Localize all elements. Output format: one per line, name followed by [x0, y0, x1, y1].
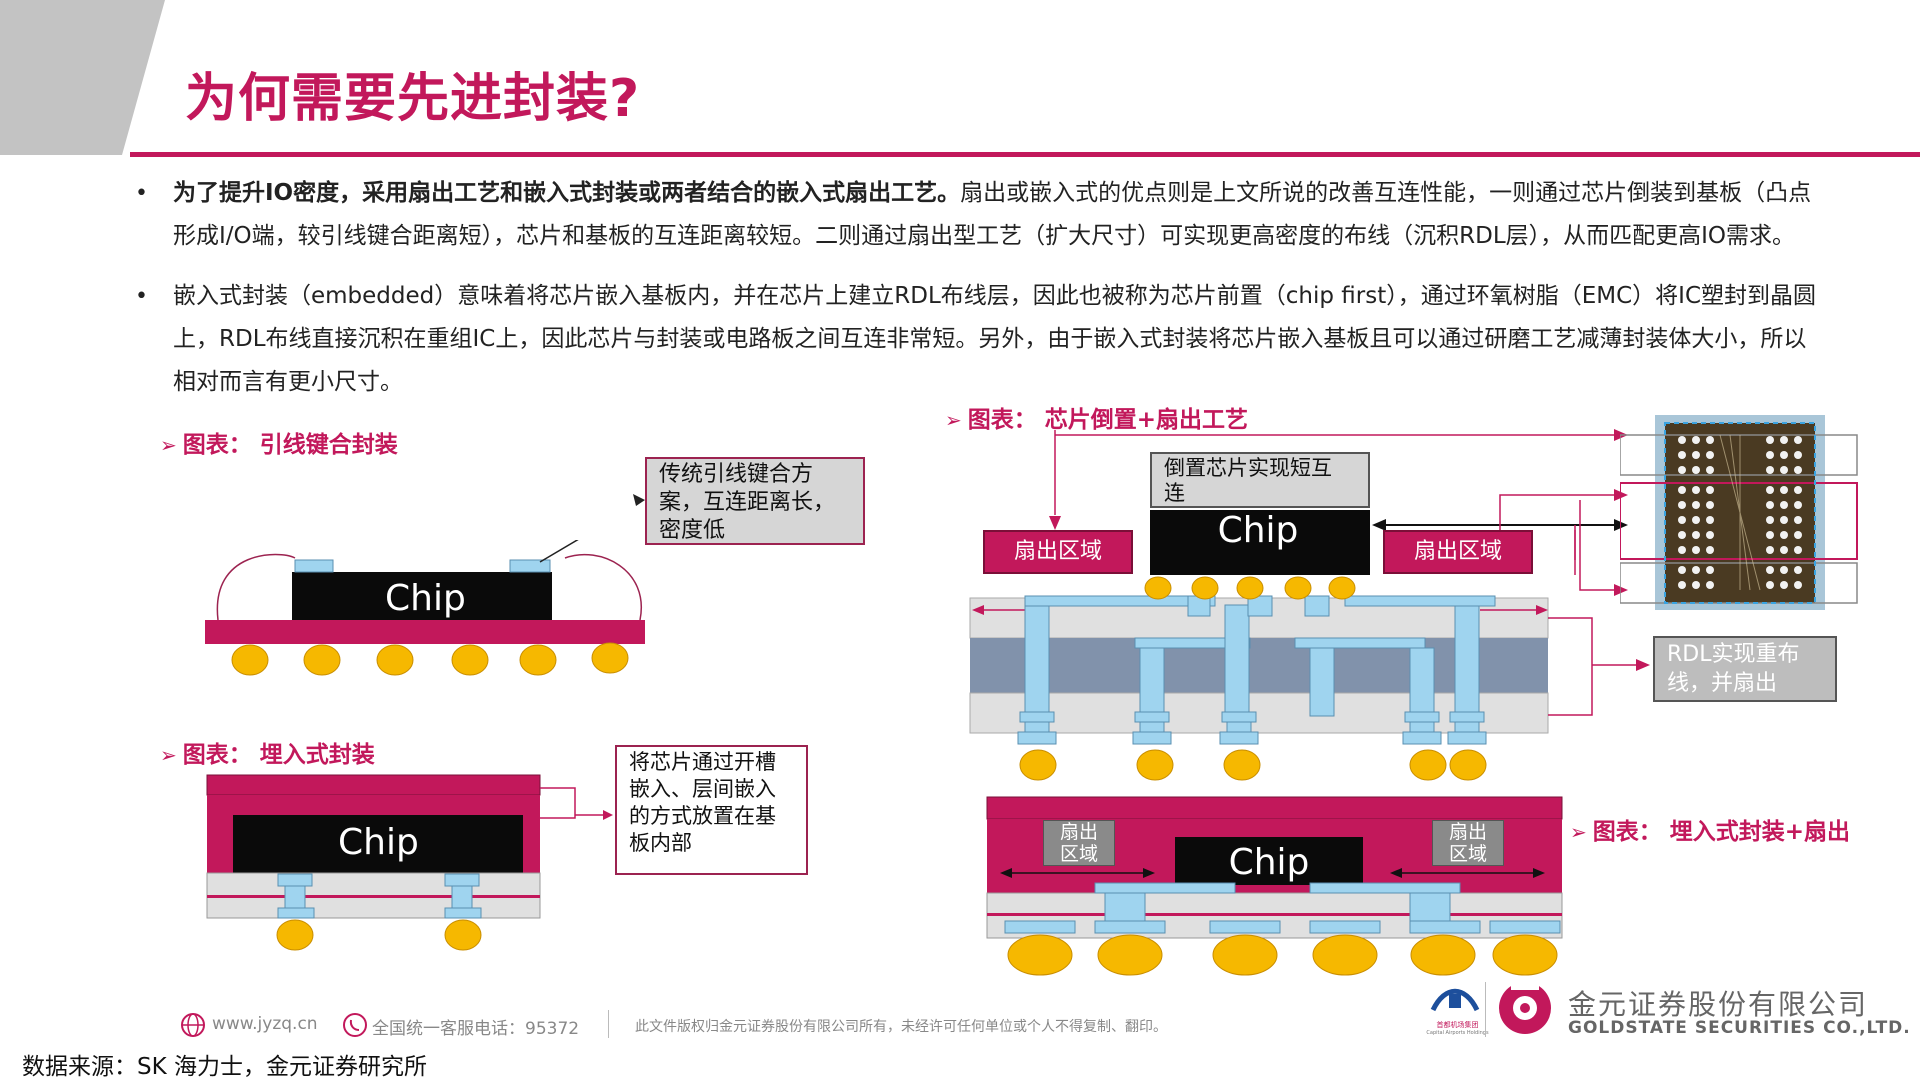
rdl-traces — [1004, 882, 1561, 934]
photo-dots — [1678, 436, 1802, 589]
bullet-1-line2: 形成I/O端，较引线键合距离短），芯片和基板的互连距离较短。二则通过扇出型工艺（… — [173, 223, 1796, 249]
embedded-callout: 将芯片通过开槽 嵌入、层间嵌入 的方式放置在基 板内部 — [615, 745, 808, 875]
partner-logo-sub: Capital Airports Holdings — [1426, 1030, 1489, 1036]
bullet-dot: • — [135, 284, 148, 309]
wire-bond-callout: 传统引线键合方 案，互连距离长， 密度低 — [645, 457, 865, 545]
title-rule — [130, 152, 1920, 157]
bond-wire-left — [216, 553, 296, 621]
wire-bond-chip-label: Chip — [385, 578, 466, 619]
header-band — [0, 0, 165, 155]
logo-divider — [1485, 982, 1486, 1037]
capital-airports-logo-icon — [1430, 988, 1480, 1012]
embedded-chip-label: Chip — [338, 822, 419, 863]
embedded-fanout-chip-label: Chip — [1228, 842, 1310, 883]
solder-balls — [276, 919, 482, 951]
bond-pad-left — [294, 559, 334, 573]
bullet-2-line2: 上，RDL布线直接沉积在重组IC上，因此芯片与封装或电路板之间互连非常短。另外，… — [173, 326, 1807, 352]
chip-bumps — [1144, 576, 1356, 600]
ef-fanout-right-label: 扇出 区域 — [1432, 820, 1504, 866]
vias — [1017, 595, 1487, 745]
fig-label-flip-fanout: ➢图表： 芯片倒置+扇出工艺 — [945, 407, 1249, 433]
bullet-1-text: 为了提升IO密度，采用扇出工艺和嵌入式封装或两者结合的嵌入式扇出工艺。扇出或嵌入… — [173, 172, 1833, 258]
chip-body — [292, 572, 552, 620]
bullet-1-bold: 为了提升IO密度，采用扇出工艺和嵌入式封装或两者结合的嵌入式扇出工艺。 — [173, 180, 961, 206]
ef-fanout-left-label: 扇出 区域 — [1043, 820, 1115, 866]
solder-balls — [231, 642, 629, 676]
fig-arrow-icon: ➢ — [945, 408, 962, 432]
bullet-1-line1: 扇出或嵌入式的优点则是上文所说的改善互连性能，一则通过芯片倒装到基板（凸点 — [960, 180, 1812, 206]
flip-fanout-diagram — [969, 429, 1650, 781]
fig-label-wire-bond: ➢图表： 引线键合封装 — [160, 432, 398, 458]
globe-icon — [181, 1013, 205, 1037]
bullet-2-text: 嵌入式封装（embedded）意味着将芯片嵌入基板内，并在芯片上建立RDL布线层… — [173, 275, 1833, 404]
footer-divider — [608, 1010, 609, 1038]
bullet-dot: • — [135, 181, 148, 206]
substrate — [205, 620, 645, 644]
wire-bond-diagram — [205, 540, 645, 676]
company-name-cn: 金元证券股份有限公司 — [1568, 988, 1869, 1021]
page-title: 为何需要先进封装? — [185, 69, 641, 129]
goldstate-logo-icon — [1499, 982, 1551, 1034]
solder-balls — [1019, 749, 1487, 781]
fanout-left-label: 扇出区域 — [983, 530, 1133, 574]
flip-top-callout: 倒置芯片实现短互 连 — [1150, 452, 1370, 508]
fig-arrow-icon: ➢ — [1570, 820, 1587, 844]
top-layer — [986, 796, 1563, 820]
chip-body — [233, 815, 523, 877]
flip-chip-label: Chip — [1217, 510, 1299, 551]
bullet-2-line3: 相对而言有更小尺寸。 — [173, 369, 403, 395]
chip-body — [1150, 510, 1370, 575]
rdl-callout: RDL实现重布 线，并扇出 — [1653, 636, 1837, 702]
fanout-right-label: 扇出区域 — [1383, 530, 1533, 574]
bullet-2-line1: 嵌入式封装（embedded）意味着将芯片嵌入基板内，并在芯片上建立RDL布线层… — [173, 283, 1817, 309]
company-name-en: GOLDSTATE SECURITIES CO.,LTD. — [1568, 1018, 1911, 1038]
callout-arrowhead-icon — [633, 494, 645, 506]
die-photo — [1620, 415, 1858, 610]
data-source: 数据来源：SK 海力士，金元证券研究所 — [22, 1054, 427, 1080]
fig-arrow-icon: ➢ — [160, 433, 177, 457]
top-layer — [206, 774, 541, 796]
fig-label-embedded-fanout: ➢图表： 埋入式封装+扇出 — [1570, 819, 1851, 845]
partner-logo-text: 首都机场集团 — [1436, 1021, 1479, 1029]
bond-wire-right — [564, 553, 643, 621]
blue-layer — [970, 638, 1548, 693]
bond-pad-right — [509, 559, 551, 573]
embedded-diagram — [206, 774, 613, 951]
chip-body — [1175, 837, 1363, 885]
phone-icon — [343, 1013, 367, 1037]
solder-balls — [1007, 934, 1558, 976]
footer-website[interactable]: www.jyzq.cn — [212, 1014, 318, 1034]
footer-hotline: 全国统一客服电话：95372 — [372, 1019, 580, 1039]
fig-arrow-icon: ➢ — [160, 743, 177, 767]
footer-copyright: 此文件版权归金元证券股份有限公司所有，未经许可任何单位或个人不得复制、翻印。 — [635, 1019, 1167, 1035]
fig-label-embedded: ➢图表： 埋入式封装 — [160, 742, 375, 768]
